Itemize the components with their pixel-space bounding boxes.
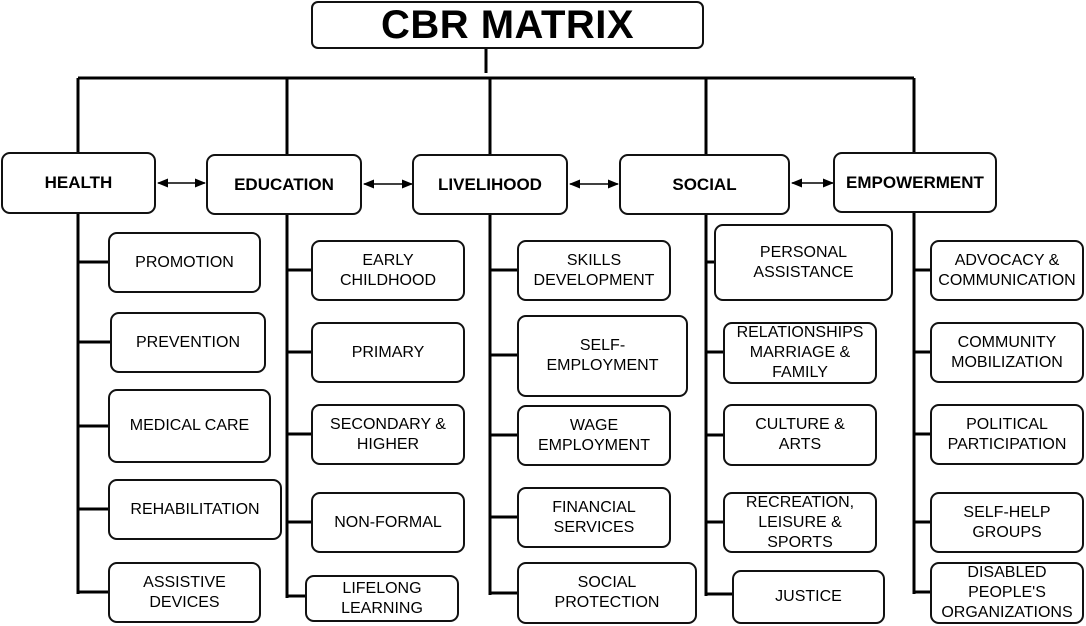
- livelihood-item-skills-development: SKILLS DEVELOPMENT: [517, 240, 671, 301]
- diagram-title: CBR MATRIX: [311, 1, 704, 49]
- category-education: EDUCATION: [206, 154, 362, 215]
- category-empowerment-label: EMPOWERMENT: [846, 172, 984, 192]
- category-livelihood: LIVELIHOOD: [412, 154, 568, 215]
- category-livelihood-label: LIVELIHOOD: [438, 174, 542, 194]
- health-item-prevention: PREVENTION: [110, 312, 266, 373]
- livelihood-item-self-employment: SELF- EMPLOYMENT: [517, 315, 688, 397]
- category-education-label: EDUCATION: [234, 174, 334, 194]
- education-item-non-formal: NON-FORMAL: [311, 492, 465, 553]
- empowerment-item-disabled-peoples-organizations: DISABLED PEOPLE'S ORGANIZATIONS: [930, 562, 1084, 624]
- social-item-relationships-marriage-family: RELATIONSHIPS MARRIAGE & FAMILY: [723, 322, 877, 384]
- education-item-early-childhood: EARLY CHILDHOOD: [311, 240, 465, 301]
- social-item-justice: JUSTICE: [732, 570, 885, 624]
- category-social: SOCIAL: [619, 154, 790, 215]
- health-item-promotion: PROMOTION: [108, 232, 261, 293]
- diagram-title-text: CBR MATRIX: [380, 2, 635, 47]
- education-item-secondary-higher: SECONDARY & HIGHER: [311, 404, 465, 465]
- livelihood-item-financial-services: FINANCIAL SERVICES: [517, 487, 671, 548]
- health-item-rehabilitation: REHABILITATION: [108, 479, 282, 540]
- category-social-label: SOCIAL: [672, 174, 737, 194]
- category-health: HEALTH: [1, 152, 156, 214]
- social-item-personal-assistance: PERSONAL ASSISTANCE: [714, 224, 893, 301]
- empowerment-item-self-help-groups: SELF-HELP GROUPS: [930, 492, 1084, 553]
- livelihood-item-wage-employment: WAGE EMPLOYMENT: [517, 405, 671, 466]
- livelihood-item-social-protection: SOCIAL PROTECTION: [517, 562, 697, 624]
- category-health-label: HEALTH: [44, 173, 113, 192]
- education-item-primary: PRIMARY: [311, 322, 465, 383]
- education-item-lifelong-learning: LIFELONG LEARNING: [305, 575, 459, 622]
- health-item-assistive-devices: ASSISTIVE DEVICES: [108, 562, 261, 623]
- social-item-recreation-leisure-sports: RECREATION, LEISURE & SPORTS: [723, 492, 877, 553]
- category-empowerment: EMPOWERMENT: [833, 152, 997, 213]
- empowerment-item-political-participation: POLITICAL PARTICIPATION: [930, 404, 1084, 465]
- health-item-medical-care: MEDICAL CARE: [108, 389, 271, 463]
- social-item-culture-arts: CULTURE & ARTS: [723, 404, 877, 466]
- empowerment-item-advocacy-communication: ADVOCACY & COMMUNICATION: [930, 240, 1084, 301]
- empowerment-item-community-mobilization: COMMUNITY MOBILIZATION: [930, 322, 1084, 383]
